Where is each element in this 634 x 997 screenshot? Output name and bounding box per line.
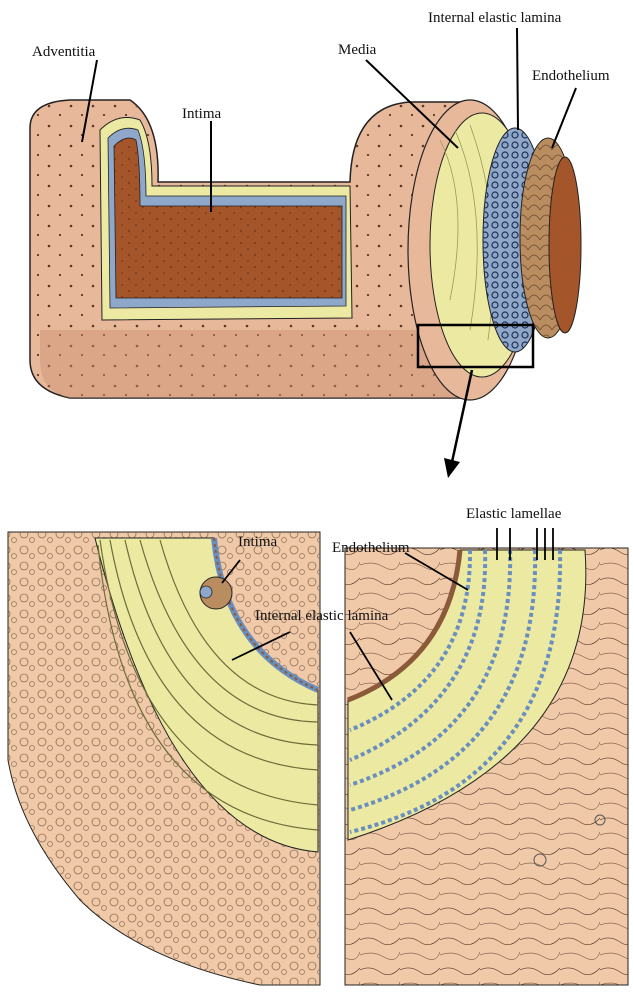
cutaway-artery [30,100,581,400]
label-intima-bottom: Intima [238,534,277,550]
label-endothelium-bottom: Endothelium [332,540,410,556]
label-adventitia: Adventitia [32,44,96,60]
label-endothelium-top: Endothelium [532,68,610,84]
label-media: Media [338,42,377,58]
section-left [8,532,320,985]
label-intima-top: Intima [182,106,221,122]
label-internal-elastic-lamina-top: Internal elastic lamina [428,10,562,26]
face-lumen [549,157,581,333]
label-elastic-lamellae: Elastic lamellae [466,506,562,522]
label-internal-elastic-lamina-bottom: Internal elastic lamina [255,608,389,624]
